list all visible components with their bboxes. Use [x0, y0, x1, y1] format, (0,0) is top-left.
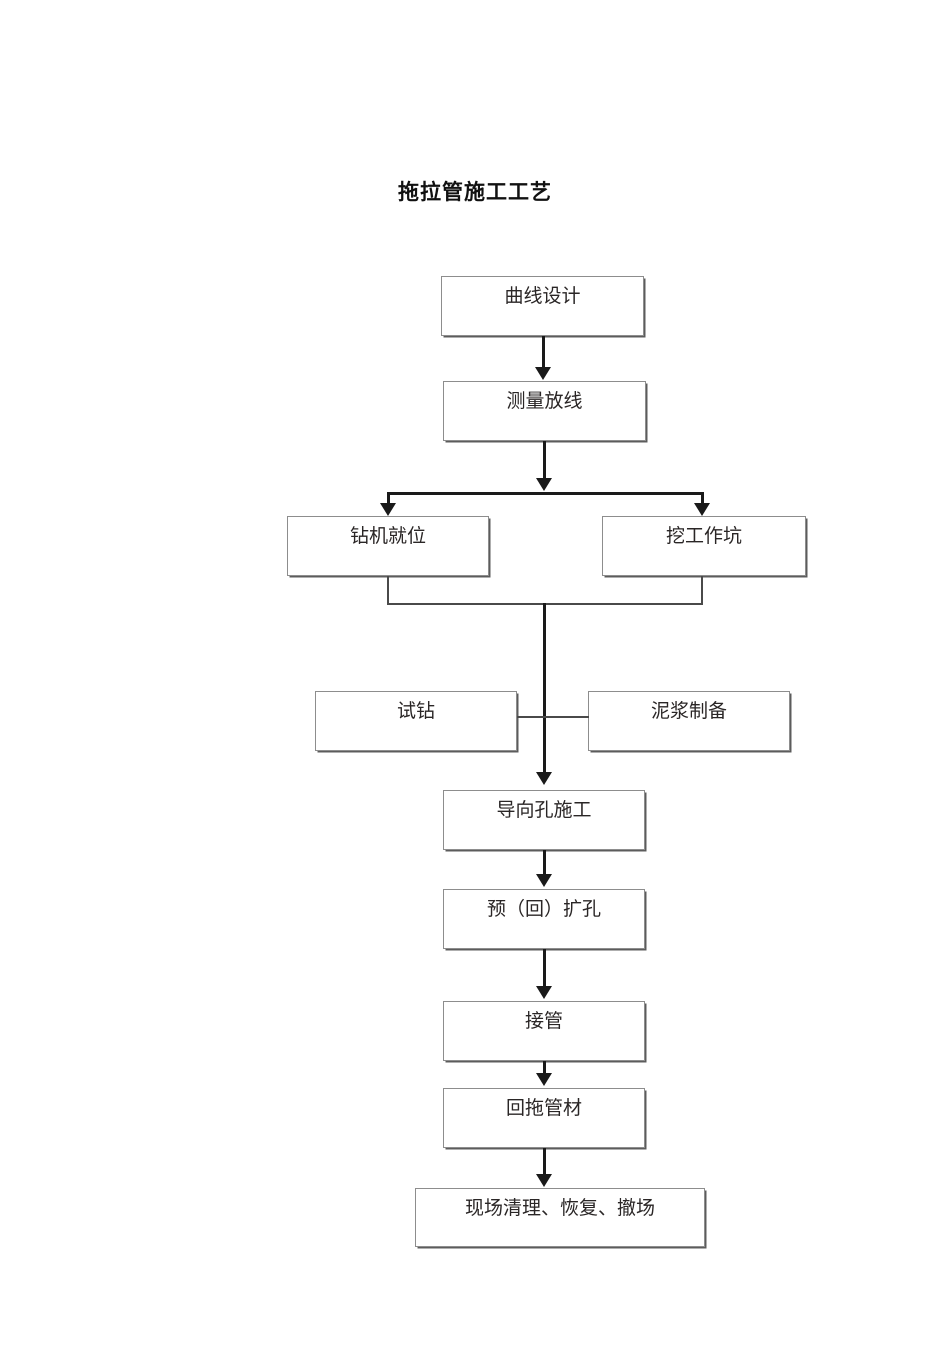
connector-pilot-hole-to-reaming	[543, 850, 546, 876]
node-label: 回拖管材	[505, 1098, 582, 1119]
connector-merge-right-stem	[701, 576, 703, 605]
arrow-head-to-drill-rig	[380, 503, 396, 516]
trunk-line-to-pilot-hole	[543, 603, 546, 775]
connector-split-right	[701, 492, 704, 506]
arrow-head-to-pipe-connection	[536, 986, 552, 999]
node-pipe-connection[interactable]: 接管	[443, 1001, 645, 1061]
connector-survey-to-split	[543, 441, 546, 481]
connector-trunk-to-mud-preparation	[544, 716, 589, 718]
arrow-head-to-pilot-hole	[536, 772, 552, 785]
node-label: 测量放线	[506, 391, 583, 412]
node-trial-drilling[interactable]: 试钻	[315, 691, 517, 751]
node-label: 试钻	[396, 701, 435, 722]
connector-trial-drilling-to-trunk	[517, 716, 545, 718]
connector-pullback-to-cleanup	[543, 1148, 546, 1176]
node-label: 挖工作坑	[665, 526, 742, 547]
node-survey-layout[interactable]: 测量放线	[443, 381, 646, 441]
node-pre-back-reaming[interactable]: 预（回）扩孔	[443, 889, 645, 949]
arrow-head-to-survey	[535, 367, 551, 380]
page-title: 拖拉管施工工艺	[398, 180, 552, 204]
arrow-head-split-center	[536, 478, 552, 491]
arrow-head-to-pullback	[536, 1073, 552, 1086]
node-label: 泥浆制备	[650, 701, 727, 722]
node-mud-preparation[interactable]: 泥浆制备	[588, 691, 790, 751]
connector-split-left	[387, 492, 390, 506]
arrow-head-to-work-pit	[694, 503, 710, 516]
node-pilot-hole-construction[interactable]: 导向孔施工	[443, 790, 645, 850]
node-site-cleanup-restore-demobilize[interactable]: 现场清理、恢复、撤场	[415, 1188, 705, 1247]
node-pullback-pipe[interactable]: 回拖管材	[443, 1088, 645, 1148]
node-curve-design[interactable]: 曲线设计	[441, 276, 644, 336]
arrow-head-to-cleanup	[536, 1174, 552, 1187]
node-label: 现场清理、恢复、撤场	[464, 1198, 655, 1219]
connector-curve-design-to-survey	[542, 336, 545, 369]
node-drill-rig-positioning[interactable]: 钻机就位	[287, 516, 489, 576]
node-label: 钻机就位	[349, 526, 426, 547]
node-excavate-work-pit[interactable]: 挖工作坑	[602, 516, 806, 576]
node-label: 预（回）扩孔	[486, 899, 601, 920]
arrow-head-to-reaming	[536, 874, 552, 887]
connector-pipe-connection-to-pullback	[543, 1061, 546, 1076]
node-label: 导向孔施工	[496, 800, 592, 821]
node-label: 曲线设计	[504, 286, 581, 307]
node-label: 接管	[524, 1011, 563, 1032]
connector-reaming-to-pipe-connection	[543, 949, 546, 988]
connector-merge-left-stem	[387, 576, 389, 605]
split-bar	[387, 492, 704, 495]
